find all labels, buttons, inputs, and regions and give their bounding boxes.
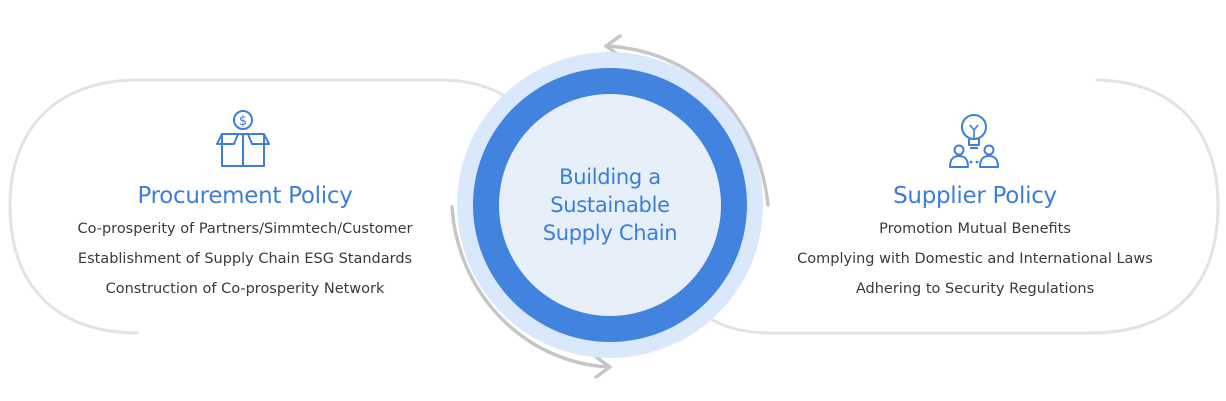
procurement-item: Co-prosperity of Partners/Simmtech/Custo… (77, 221, 413, 237)
svg-text:$: $ (239, 114, 247, 129)
right-panel-outline (703, 78, 1220, 335)
cycle-arrowhead-bottom (594, 355, 612, 379)
procurement-item: Establishment of Supply Chain ESG Standa… (77, 251, 413, 267)
procurement-item: Construction of Co-prosperity Network (105, 281, 385, 297)
procurement-policy-title: Procurement Policy (137, 183, 353, 209)
center-title-line: Sustainable (550, 193, 670, 217)
center-title-line: Supply Chain (542, 221, 678, 245)
cycle-arrow-top (604, 44, 770, 207)
box-dollar-icon: $ (216, 110, 270, 167)
center-title: Building a Sustainable Supply Chain (510, 163, 710, 247)
supplier-item: Complying with Domestic and Internationa… (797, 251, 1153, 267)
lightbulb-people-icon (949, 114, 999, 168)
supplier-item: Promotion Mutual Benefits (879, 221, 1071, 237)
cycle-arrow-bottom (450, 205, 610, 369)
supplier-item: Adhering to Security Regulations (855, 281, 1095, 297)
center-core (499, 94, 721, 316)
supplier-policy-title: Supplier Policy (893, 183, 1057, 209)
left-panel-outline (8, 78, 524, 335)
center-title-line: Building a (559, 165, 661, 189)
